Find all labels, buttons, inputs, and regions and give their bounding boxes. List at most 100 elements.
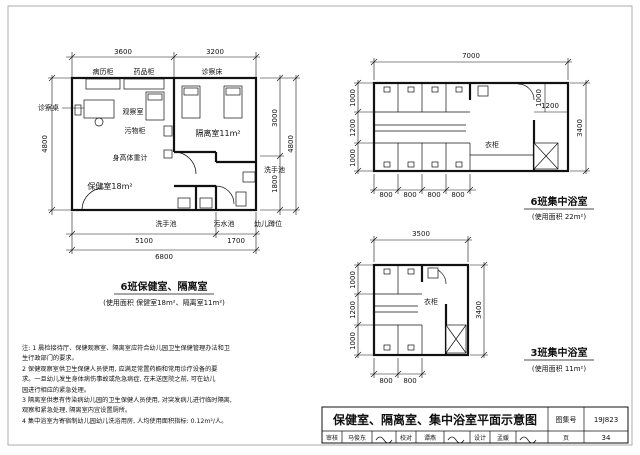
plan3-bottom-dimension: 800 800 [370,358,426,385]
medicine-cabinet [123,78,165,90]
isolation-pillow-1 [183,87,199,96]
plan2-sink [477,85,489,97]
plan3-subtitle: (使用面积 11m²) [532,364,586,373]
plan2-right-dim: 3400 [576,119,584,137]
plan1-top-dim-1: 3600 [114,48,132,56]
notes-block: 注: 1 晨检接待厅、保健观察室、隔离室应符合幼儿园卫生保健管理办法和卫 生行政… [22,344,322,427]
atlas-number: 19J823 [594,416,618,424]
note-line: 观察和紧急处理, 隔离室内宜设置厕所。 [22,407,132,415]
plan2-left-dim-1: 1000 [349,89,357,107]
plan3-closet-label: 衣柜 [424,297,438,306]
plan1-walls [70,76,258,212]
plan1-door-entry [81,187,105,211]
drawing-title: 保健室、隔离室、集中浴室平面示意图 [332,412,537,427]
plan1-right-dim-1: 3000 [271,109,279,127]
plan3-top-dim: 3500 [412,230,430,238]
note-line: 园进行相应的紧急处理。 [22,386,91,394]
label-exam-bed: 诊察床 [202,67,223,76]
review-signature [375,436,393,444]
plan3-shower-stalls [374,265,423,355]
page-number: 34 [602,434,611,442]
note-line: 生行政部门的要求。 [22,355,78,363]
plan3-right-dim: 3400 [475,301,483,319]
dirty-sink [199,197,213,209]
plan2-inner-dim-2: 1200 [541,102,559,110]
label-child-toilet: 幼儿蹲位 [254,219,282,228]
plan-bath-6-class: 7000 1000 1200 1000 3400 1000 [349,52,594,221]
plan2-top-dimension: 7000 [370,52,572,80]
dirty-cabinet [163,125,173,137]
plan3-title: 3班集中浴室 [531,346,588,359]
plan2-door [517,83,535,101]
design-signature [519,436,537,444]
label-height-meter: 身高体重计 [113,153,148,162]
plan1-top-dim-2: 3200 [206,48,224,56]
plan2-bottom-dim-3: 800 [427,191,440,199]
check-name: 谭燕 [424,434,436,442]
plan1-right-dimension: 3000 4800 1800 [260,74,300,215]
plan1-title: 6班保健室、隔离室 [121,280,208,293]
plan1-right-dim-3: 1800 [271,175,279,193]
plan2-bottom-dimension: 800 800 800 800 [370,174,476,199]
atlas-label: 图集号 [556,415,577,424]
exam-desk [83,99,115,119]
plan1-top-dimension: 3600 3200 [66,48,260,78]
washbasin-bottom [177,197,191,209]
plan2-bottom-dim-4: 800 [451,191,464,199]
plan2-top-dim: 7000 [462,52,480,60]
plan1-bottom-total: 6800 [155,253,173,261]
plan3-left-dim-2: 1200 [349,301,357,319]
plan2-left-dim-3: 1000 [349,149,357,167]
plan1-door-toilet [215,185,235,205]
plan2-left-dim-2: 1200 [349,119,357,137]
plan1-bottom-dimension: 5100 1700 6800 [66,212,260,261]
plan2-bottom-dim-2: 800 [403,191,416,199]
label-medicine-cabinet: 药品柜 [134,67,155,76]
label-washbasin-bottom: 洗手池 [156,219,177,228]
label-dirty-sink: 污水池 [214,219,235,228]
note-line: 注: 1 晨检接待厅、保健观察室、隔离室应符合幼儿园卫生保健管理办法和卫 [22,345,230,352]
isolation-pillow-2 [225,87,241,96]
check-signature [447,436,465,444]
exam-stool [74,104,82,116]
note-line: 2 保健观察室供卫生保健人员使用, 应满足常置药橱和常用诊疗设备的要 [22,365,218,373]
note-line: 3 隔离室供患有传染病幼儿园的卫生保健人员使用, 对突发病儿进行临时隔离, [22,397,232,405]
plan1-door-isolation [173,151,197,175]
plan3-bottom-dim-2: 800 [403,377,416,385]
plan3-top-dimension: 3500 [370,230,472,262]
review-label: 审核 [326,434,338,442]
note-line: 4 集中浴室为寄宿制幼儿园幼儿洗浴用房, 人均使用面积指标: 0.12m²/人。 [22,417,228,425]
plan1-left-dim: 4800 [41,135,49,153]
sheet-frame [7,5,633,446]
plan3-right-dimension: 3400 [470,261,488,359]
plan1-bottom-dim-2: 1700 [227,237,245,245]
observation-pillow [147,93,163,101]
title-block: 保健室、隔离室、集中浴室平面示意图 图集号 19J823 审核 马俊东 校对 谭… [321,406,629,444]
design-label: 设计 [474,434,486,442]
label-exam-desk: 诊察桌 [38,103,59,112]
plan2-bottom-dim-1: 800 [379,191,392,199]
plan2-shower-stalls-top [374,83,470,113]
label-health-room: 保健室18m² [87,181,132,191]
washbasin-right [242,171,256,183]
height-scale [163,149,173,159]
plan2-left-dimension: 1000 1200 1000 [349,79,374,175]
plan1-bottom-dim-1: 5100 [135,237,153,245]
plan-health-isolation: 3600 3200 4800 3000 4800 1800 [38,48,300,307]
check-label: 校对 [400,434,412,442]
exam-chair [94,117,104,127]
review-name: 马俊东 [348,434,366,442]
plan2-title: 6班集中浴室 [531,195,588,208]
plan1-left-dimension: 4800 [41,74,72,215]
plan-bath-3-class: 3500 1000 1200 1000 3400 [349,230,594,385]
child-toilet [235,191,247,207]
plan1-right-dim-2: 4800 [287,135,295,153]
plan2-subtitle: (使用面积 22m²) [532,212,586,221]
plan3-left-dimension: 1000 1200 1000 [349,261,374,359]
page-label: 页 [563,435,569,442]
plan3-left-dim-1: 1000 [349,271,357,289]
label-observation-room: 观察室 [123,107,144,116]
plan3-left-dim-3: 1000 [349,332,357,350]
